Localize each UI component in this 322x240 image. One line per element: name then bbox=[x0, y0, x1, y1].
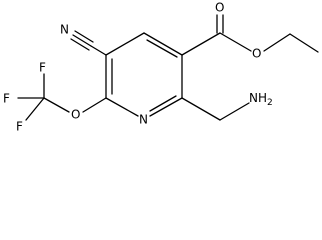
bond-ring-ch2 bbox=[181, 97, 221, 121]
nh-text: NH bbox=[249, 91, 267, 105]
atom-label-ether-o: O bbox=[71, 108, 80, 122]
bond-ch2-nh2 bbox=[219, 102, 250, 121]
nitrile-group bbox=[70, 30, 107, 56]
ring-bond-c3-c4-inner bbox=[146, 39, 178, 58]
aminomethyl-group bbox=[181, 97, 250, 121]
triple-bond-1 bbox=[72, 34, 92, 47]
bond-c4-carbonyl bbox=[181, 32, 221, 56]
molecule-drawing: O O N F F F O N NH2 bbox=[3, 1, 319, 134]
triple-bond-3 bbox=[70, 38, 90, 51]
atom-label-f-left: F bbox=[3, 92, 10, 106]
atom-label-f-top: F bbox=[39, 61, 46, 75]
atom-label-ester-o: O bbox=[252, 47, 261, 61]
nh2-subscript: 2 bbox=[267, 98, 273, 108]
triple-bond-2 bbox=[74, 30, 94, 43]
chemical-structure-diagram: O O N F F F O N NH2 bbox=[3, 1, 319, 134]
bond-carbonyl-ester-o bbox=[219, 32, 252, 52]
bond-ring-ether-o bbox=[82, 97, 107, 113]
ester-group bbox=[181, 14, 319, 56]
bond-ring-nitrile-c bbox=[90, 45, 107, 56]
ring-bond-c3-c4 bbox=[143, 32, 183, 56]
atom-label-f-bottom: F bbox=[16, 120, 23, 134]
ring-bond-c2-c3 bbox=[105, 32, 145, 56]
atom-label-carbonyl-o: O bbox=[215, 1, 224, 15]
ring-bond-n1-c6 bbox=[105, 97, 139, 117]
atom-label-ring-n: N bbox=[139, 113, 148, 127]
bond-c-f-bottom bbox=[25, 97, 45, 121]
bond-ether-o-cf3 bbox=[43, 97, 70, 113]
atom-label-nh2: NH2 bbox=[249, 91, 273, 108]
bond-ester-o-ch2 bbox=[263, 33, 291, 52]
ring-bond-c5-n1 bbox=[149, 97, 183, 117]
pyridine-ring bbox=[105, 32, 183, 117]
atom-labels: O O N F F F O N NH2 bbox=[3, 1, 273, 134]
trifluoromethoxy-group bbox=[17, 73, 107, 121]
atom-label-nitrile-n: N bbox=[60, 23, 69, 37]
bond-ch2-ch3 bbox=[289, 33, 319, 53]
ring-bond-c5-n1-inner bbox=[149, 95, 177, 112]
